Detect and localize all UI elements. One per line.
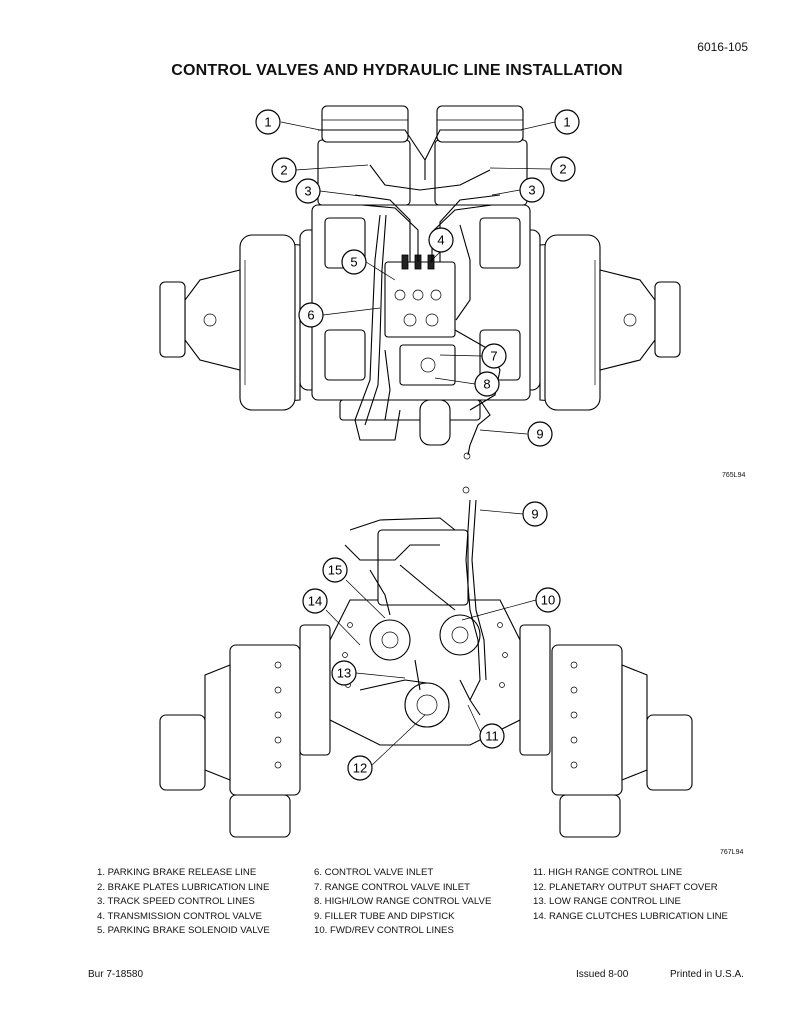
callout-10: 10: [535, 587, 561, 613]
legend-item: 4. TRANSMISSION CONTROL VALVE: [97, 910, 262, 922]
callout-2-right: 2: [550, 156, 576, 182]
legend-column-1: 1. PARKING BRAKE RELEASE LINE 2. BRAKE P…: [97, 866, 270, 939]
svg-text:6: 6: [307, 308, 314, 323]
figure-code-rear: 767L94: [720, 849, 744, 856]
legend-item: 1. PARKING BRAKE RELEASE LINE: [97, 867, 257, 878]
rear-hydraulic-lines: [344, 486, 487, 716]
svg-text:3: 3: [304, 184, 311, 199]
hydraulic-lines: [318, 129, 522, 460]
svg-text:2: 2: [559, 162, 566, 177]
svg-text:11: 11: [485, 729, 499, 744]
legend-item: 7. RANGE CONTROL VALVE INLET: [314, 881, 471, 893]
svg-text:3: 3: [528, 183, 535, 198]
rear-leader-lines: [325, 509, 537, 767]
svg-text:1: 1: [563, 115, 570, 130]
svg-text:15: 15: [328, 563, 342, 578]
svg-text:12: 12: [353, 761, 367, 776]
page-title: CONTROL VALVES AND HYDRAULIC LINE INSTAL…: [171, 62, 623, 79]
svg-text:10: 10: [541, 593, 555, 608]
svg-text:14: 14: [308, 594, 322, 609]
left-side-housing: [159, 624, 331, 838]
figure-rear-view: 9 15 10 14 13 11 12 767L94: [0, 485, 794, 860]
callout-12: 12: [347, 755, 373, 781]
callout-5: 5: [341, 249, 367, 275]
legend-column-3: 11. HIGH RANGE CONTROL LINE 12. PLANETAR…: [533, 866, 728, 924]
figure-code-top: 765L94: [722, 472, 746, 479]
legend-item: 5. PARKING BRAKE SOLENOID VALVE: [97, 925, 270, 937]
figure-top-view: 1 1 2 2 3 3 4 5 6 7 8 9 765L94: [0, 95, 794, 480]
callout-13: 13: [331, 660, 357, 686]
legend-item: 12. PLANETARY OUTPUT SHAFT COVER: [533, 881, 718, 893]
callout-3-left: 3: [295, 178, 321, 204]
legend-item: 2. BRAKE PLATES LUBRICATION LINE: [97, 881, 270, 893]
callout-9-rear: 9: [522, 501, 548, 527]
center-housing: [329, 529, 521, 746]
svg-text:9: 9: [536, 427, 543, 442]
svg-text:7: 7: [490, 349, 497, 364]
right-side-housing: [519, 624, 693, 838]
footer-issued: Issued 8-00: [576, 969, 629, 980]
svg-text:8: 8: [483, 377, 490, 392]
left-drive-housing: [159, 229, 341, 411]
callout-7: 7: [481, 343, 507, 369]
callout-9-top: 9: [527, 421, 553, 447]
callout-11: 11: [479, 723, 505, 749]
callout-4: 4: [428, 227, 454, 253]
legend-item: 11. HIGH RANGE CONTROL LINE: [533, 867, 683, 878]
callout-1-right: 1: [554, 109, 580, 135]
page-number: 6016-105: [697, 40, 748, 54]
figure-rear-drawing: 9 15 10 14 13 11 12: [159, 486, 693, 838]
svg-text:4: 4: [437, 233, 444, 248]
legend-item: 3. TRACK SPEED CONTROL LINES: [97, 896, 255, 908]
legend-item: 14. RANGE CLUTCHES LUBRICATION LINE: [533, 910, 728, 922]
legend-item: 8. HIGH/LOW RANGE CONTROL VALVE: [314, 896, 492, 908]
svg-text:13: 13: [337, 666, 351, 681]
svg-text:1: 1: [264, 115, 271, 130]
leader-lines: [280, 121, 556, 435]
legend-item: 13. LOW RANGE CONTROL LINE: [533, 896, 681, 908]
legend-item: 9. FILLER TUBE AND DIPSTICK: [314, 910, 455, 922]
callout-6: 6: [298, 302, 324, 328]
footer-doc-number: Bur 7-18580: [88, 969, 144, 980]
svg-text:9: 9: [531, 507, 538, 522]
callout-1-left: 1: [255, 109, 281, 135]
footer-printed: Printed in U.S.A.: [670, 969, 744, 980]
callout-2-left: 2: [271, 157, 297, 183]
callout-8: 8: [474, 371, 500, 397]
svg-text:2: 2: [280, 163, 287, 178]
svg-text:5: 5: [350, 255, 357, 270]
figure-top-drawing: 1 1 2 2 3 3 4 5 6 7 8 9: [159, 105, 681, 460]
legend-item: 6. CONTROL VALVE INLET: [314, 867, 434, 878]
callout-14: 14: [302, 588, 328, 614]
callout-3-right: 3: [519, 177, 545, 203]
callout-15: 15: [322, 557, 348, 583]
legend-column-2: 6. CONTROL VALVE INLET 7. RANGE CONTROL …: [314, 866, 491, 939]
legend-item: 10. FWD/REV CONTROL LINES: [314, 925, 454, 937]
